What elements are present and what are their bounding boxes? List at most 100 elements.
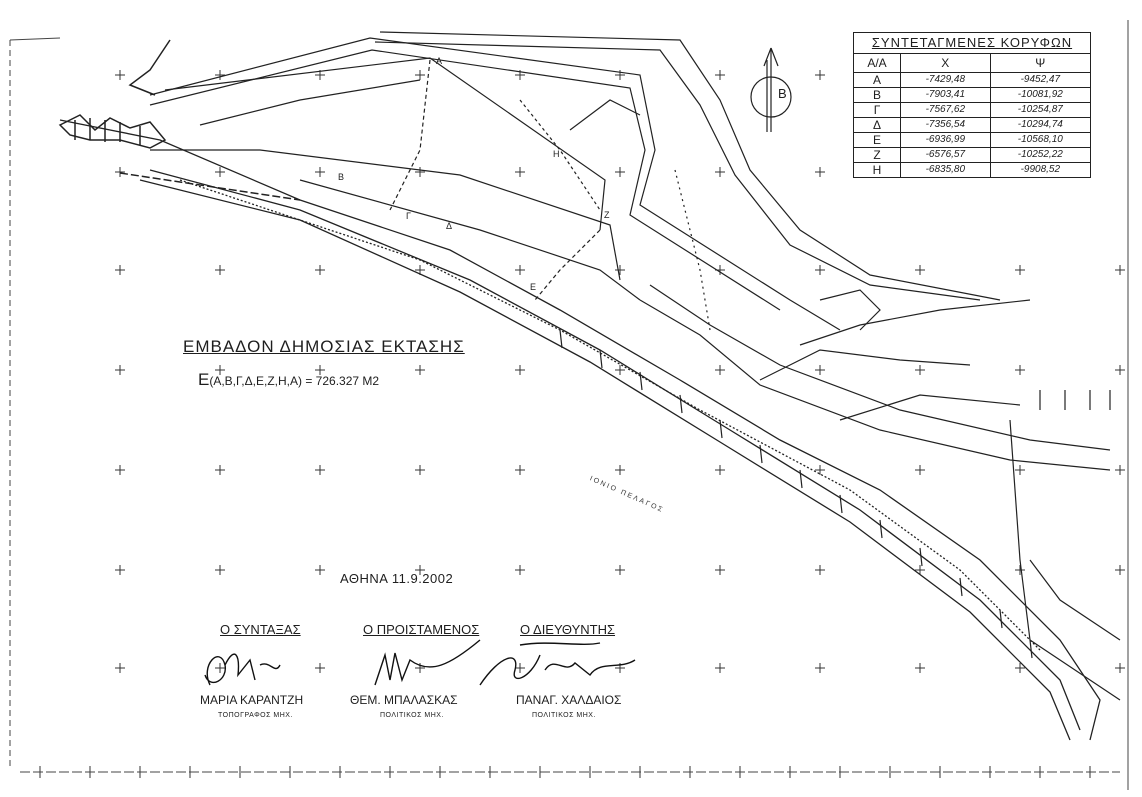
grid-cross: [515, 663, 525, 673]
settlement-cluster: [58, 39, 301, 201]
grid-cross: [315, 663, 325, 673]
grid-cross: [715, 70, 725, 80]
beach-tick: [679, 394, 683, 414]
beach-tick: [959, 577, 963, 597]
beach-tick: [999, 609, 1003, 629]
signatory-role-2: Ο ΠΡΟΙΣΤΑΜΕΝΟΣ: [363, 622, 480, 637]
table-row: Α -7429,48 -9452,47: [853, 72, 1092, 88]
grid-cross: [815, 265, 825, 275]
grid-cross: [515, 565, 525, 575]
row-x: -6936,99: [900, 132, 991, 148]
grid-cross: [515, 265, 525, 275]
table-row: Β -7903,41 -10081,92: [853, 87, 1092, 103]
row-y: -10294,74: [989, 117, 1092, 133]
point-label-a: Α: [436, 56, 442, 66]
coordinates-table: ΣΥΝΤΕΤΑΓΜΕΝΕΣ ΚΟΡΥΦΩΝ Α/Α Χ Ψ Α -7429,48…: [853, 32, 1092, 178]
grid-cross: [1015, 365, 1025, 375]
grid-cross: [915, 565, 925, 575]
beach-tick: [1029, 639, 1033, 659]
table-row: Ε -6936,99 -10568,10: [853, 132, 1092, 148]
document-date: ΑΘΗΝΑ 11.9.2002: [340, 571, 454, 586]
grid-cross: [115, 663, 125, 673]
grid-cross: [215, 663, 225, 673]
grid-cross: [615, 365, 625, 375]
signatory-name-2: ΘΕΜ. ΜΠΑΛΑΣΚΑΣ: [350, 693, 458, 707]
point-label-b: Β: [338, 172, 344, 182]
row-y: -9452,47: [989, 72, 1092, 88]
grid-cross: [615, 565, 625, 575]
grid-cross: [515, 365, 525, 375]
column-header-x: Χ: [900, 53, 991, 73]
grid-cross: [815, 365, 825, 375]
grid-cross: [915, 365, 925, 375]
grid-cross: [315, 167, 325, 177]
point-label-e: Ε: [530, 282, 536, 292]
grid-cross: [1115, 663, 1125, 673]
table-row: Ζ -6576,57 -10252,22: [853, 147, 1092, 163]
grid-cross: [215, 167, 225, 177]
row-x: -7567,62: [900, 102, 991, 118]
grid-cross: [315, 265, 325, 275]
signatory-role-1: Ο ΣΥΝΤΑΞΑΣ: [220, 622, 301, 637]
grid-cross: [215, 70, 225, 80]
signature-3: [479, 642, 636, 686]
grid-cross: [615, 265, 625, 275]
parcel-points: Α Β Γ Δ Η Ζ Ε: [338, 56, 610, 292]
coordinates-table-title: ΣΥΝΤΕΤΑΓΜΕΝΕΣ ΚΟΡΥΦΩΝ: [853, 32, 1091, 54]
north-arrow-icon: [750, 47, 792, 132]
row-y: -10252,22: [989, 147, 1092, 163]
point-label-h: Η: [553, 149, 560, 159]
beach-tick: [839, 494, 843, 514]
column-header-aa: Α/Α: [853, 53, 901, 73]
row-point: Α: [853, 72, 901, 88]
grid-cross: [215, 365, 225, 375]
point-label-d: Δ: [446, 221, 452, 231]
grid-cross: [1015, 565, 1025, 575]
column-header-y: Ψ: [989, 53, 1092, 73]
beach-tick: [759, 444, 763, 464]
beach-tick: [919, 547, 923, 567]
handwritten-signatures: [204, 639, 636, 686]
row-y: -10568,10: [989, 132, 1092, 148]
grid-cross: [1015, 465, 1025, 475]
grid-cross: [115, 365, 125, 375]
grid-cross: [415, 70, 425, 80]
row-point: Η: [853, 162, 901, 178]
row-point: Ζ: [853, 147, 901, 163]
frame-border: [9, 20, 1129, 790]
grid-cross: [715, 465, 725, 475]
row-x: -6835,80: [900, 162, 991, 178]
grid-cross: [1015, 265, 1025, 275]
table-row: Γ -7567,62 -10254,87: [853, 102, 1092, 118]
grid-cross: [1015, 663, 1025, 673]
grid-cross: [1115, 365, 1125, 375]
coastline: [59, 119, 1101, 741]
grid-cross: [515, 465, 525, 475]
grid-cross: [1115, 565, 1125, 575]
grid-cross: [115, 70, 125, 80]
grid-cross: [915, 663, 925, 673]
north-arrow-letter: Β: [778, 86, 787, 101]
grid-cross: [715, 565, 725, 575]
grid-cross: [215, 265, 225, 275]
grid-cross: [415, 465, 425, 475]
grid-cross: [415, 565, 425, 575]
grid-cross: [715, 663, 725, 673]
grid-cross: [515, 167, 525, 177]
signature-2: [374, 639, 481, 686]
point-label-z: Ζ: [604, 210, 610, 220]
grid-cross: [715, 365, 725, 375]
beach-tick: [639, 371, 643, 391]
area-symbol: Ε: [198, 370, 210, 389]
point-label-g: Γ: [406, 211, 411, 221]
grid-cross: [815, 167, 825, 177]
grid-cross: [115, 167, 125, 177]
row-point: Δ: [853, 117, 901, 133]
row-x: -7356,54: [900, 117, 991, 133]
signatory-title-2: ΠΟΛΙΤΙΚΟΣ ΜΗΧ.: [380, 712, 444, 719]
grid-cross: [415, 365, 425, 375]
beach-tick: [799, 469, 803, 489]
grid-cross: [615, 465, 625, 475]
grid-cross: [115, 465, 125, 475]
beach-tick: [719, 419, 723, 439]
